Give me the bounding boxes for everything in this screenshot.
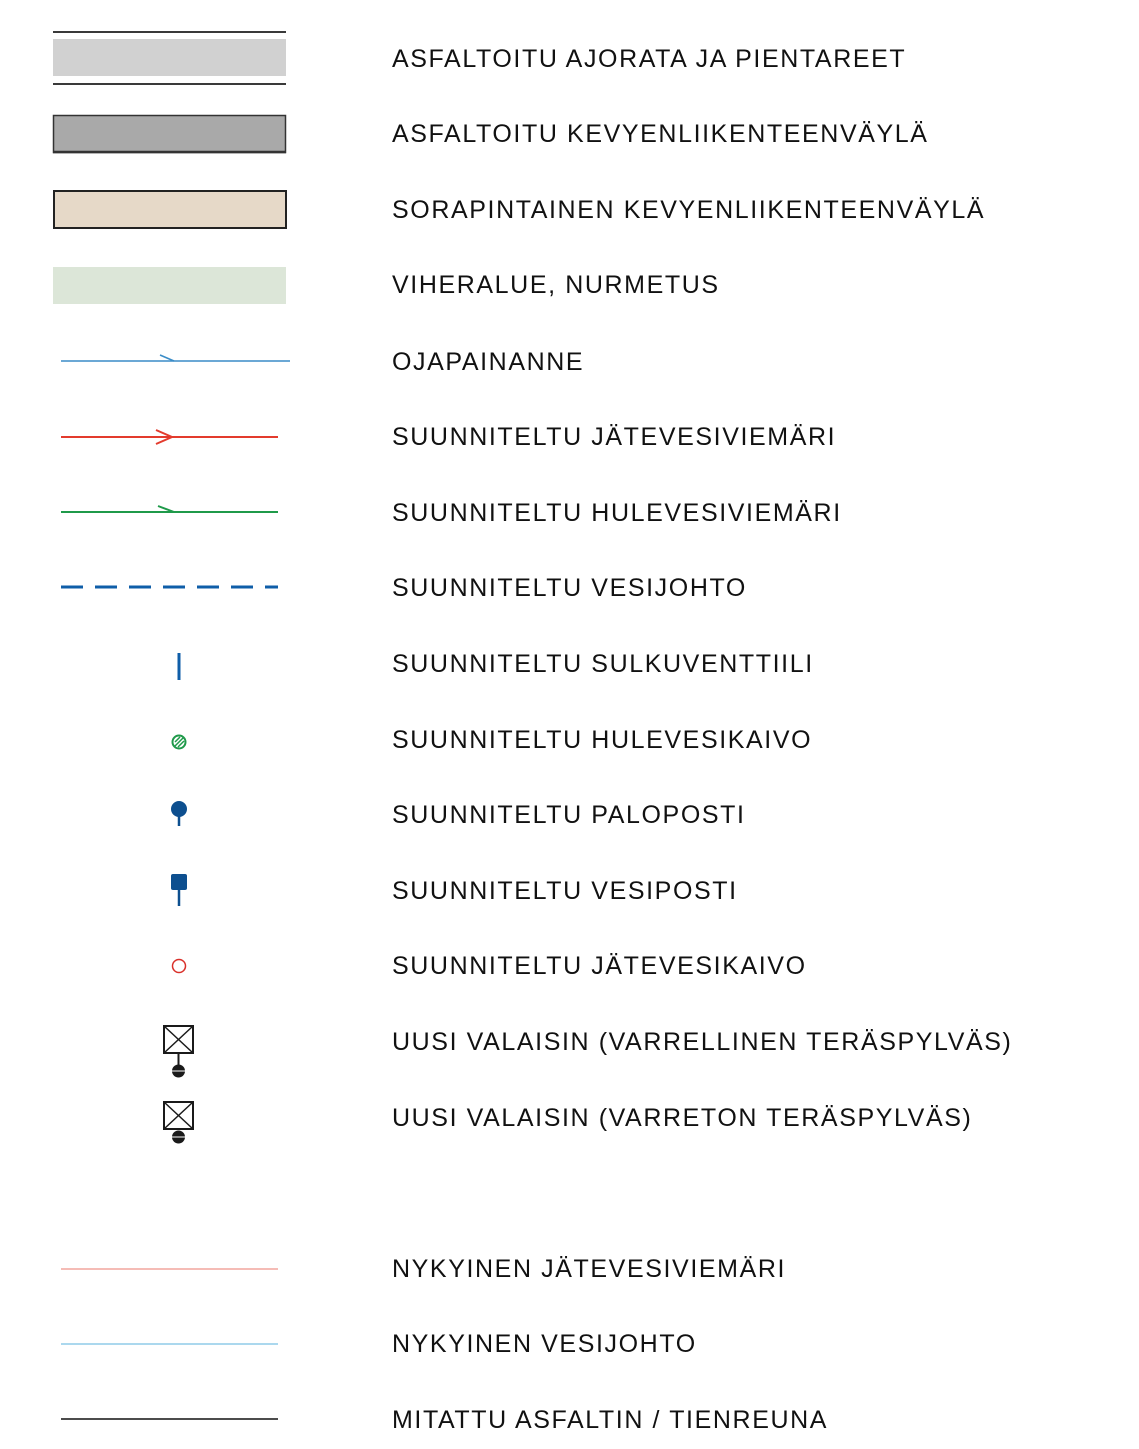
legend-label-ditch: OJAPAINANNE	[392, 348, 585, 376]
legend-label-planned-stormwater-sewer: SUUNNITELTU HULEVESIVIEMÄRI	[392, 499, 842, 527]
legend-label-planned-water-post: SUUNNITELTU VESIPOSTI	[392, 877, 738, 905]
new-light-no-arm-symbol	[50, 1096, 295, 1156]
legend-label-existing-water-main: NYKYINEN VESIJOHTO	[392, 1330, 697, 1358]
existing-water-main-symbol	[50, 1314, 295, 1374]
legend-label-planned-hydrant: SUUNNITELTU PALOPOSTI	[392, 801, 746, 829]
new-light-arm-symbol	[50, 1020, 295, 1080]
legend-label-planned-sewer: SUUNNITELTU JÄTEVESIVIEMÄRI	[392, 423, 837, 451]
legend-label-new-light-no-arm: UUSI VALAISIN (VARRETON TERÄSPYLVÄS)	[392, 1104, 973, 1132]
legend-label-measured-edge: MITATTU ASFALTIN / TIENREUNA	[392, 1406, 829, 1434]
legend-label-paved-road: ASFALTOITU AJORATA JA PIENTAREET	[392, 45, 907, 73]
legend-label-new-light-arm: UUSI VALAISIN (VARRELLINEN TERÄSPYLVÄS)	[392, 1028, 1013, 1056]
existing-sewer-symbol	[50, 1239, 295, 1299]
gravel-cycleway-symbol	[50, 180, 295, 240]
legend-label-planned-valve: SUUNNITELTU SULKUVENTTIILI	[392, 650, 814, 678]
legend-label-gravel-cycleway: SORAPINTAINEN KEVYENLIIKENTEENVÄYLÄ	[392, 196, 986, 224]
paved-road-symbol	[50, 28, 295, 88]
planned-sewer-symbol	[50, 407, 295, 467]
planned-water-post-symbol	[50, 861, 295, 921]
measured-edge-symbol	[50, 1389, 295, 1449]
planned-hydrant-symbol	[50, 785, 295, 845]
planned-valve-symbol	[50, 633, 295, 693]
planned-sewer-well-symbol	[50, 935, 295, 995]
paved-cycleway-symbol	[50, 104, 295, 164]
legend-label-paved-cycleway: ASFALTOITU KEVYENLIIKENTEENVÄYLÄ	[392, 120, 929, 148]
ditch-symbol	[50, 331, 295, 391]
legend-label-planned-sewer-well: SUUNNITELTU JÄTEVESIKAIVO	[392, 952, 807, 980]
planned-stormwater-well-symbol	[50, 710, 295, 770]
legend-label-planned-stormwater-well: SUUNNITELTU HULEVESIKAIVO	[392, 726, 813, 754]
planned-stormwater-sewer-symbol	[50, 482, 295, 542]
legend-label-planned-water-main: SUUNNITELTU VESIJOHTO	[392, 574, 747, 602]
planned-water-main-symbol	[50, 557, 295, 617]
legend-label-existing-sewer: NYKYINEN JÄTEVESIVIEMÄRI	[392, 1255, 787, 1283]
legend-label-green-area: VIHERALUE, NURMETUS	[392, 271, 720, 299]
green-area-symbol	[50, 256, 295, 316]
